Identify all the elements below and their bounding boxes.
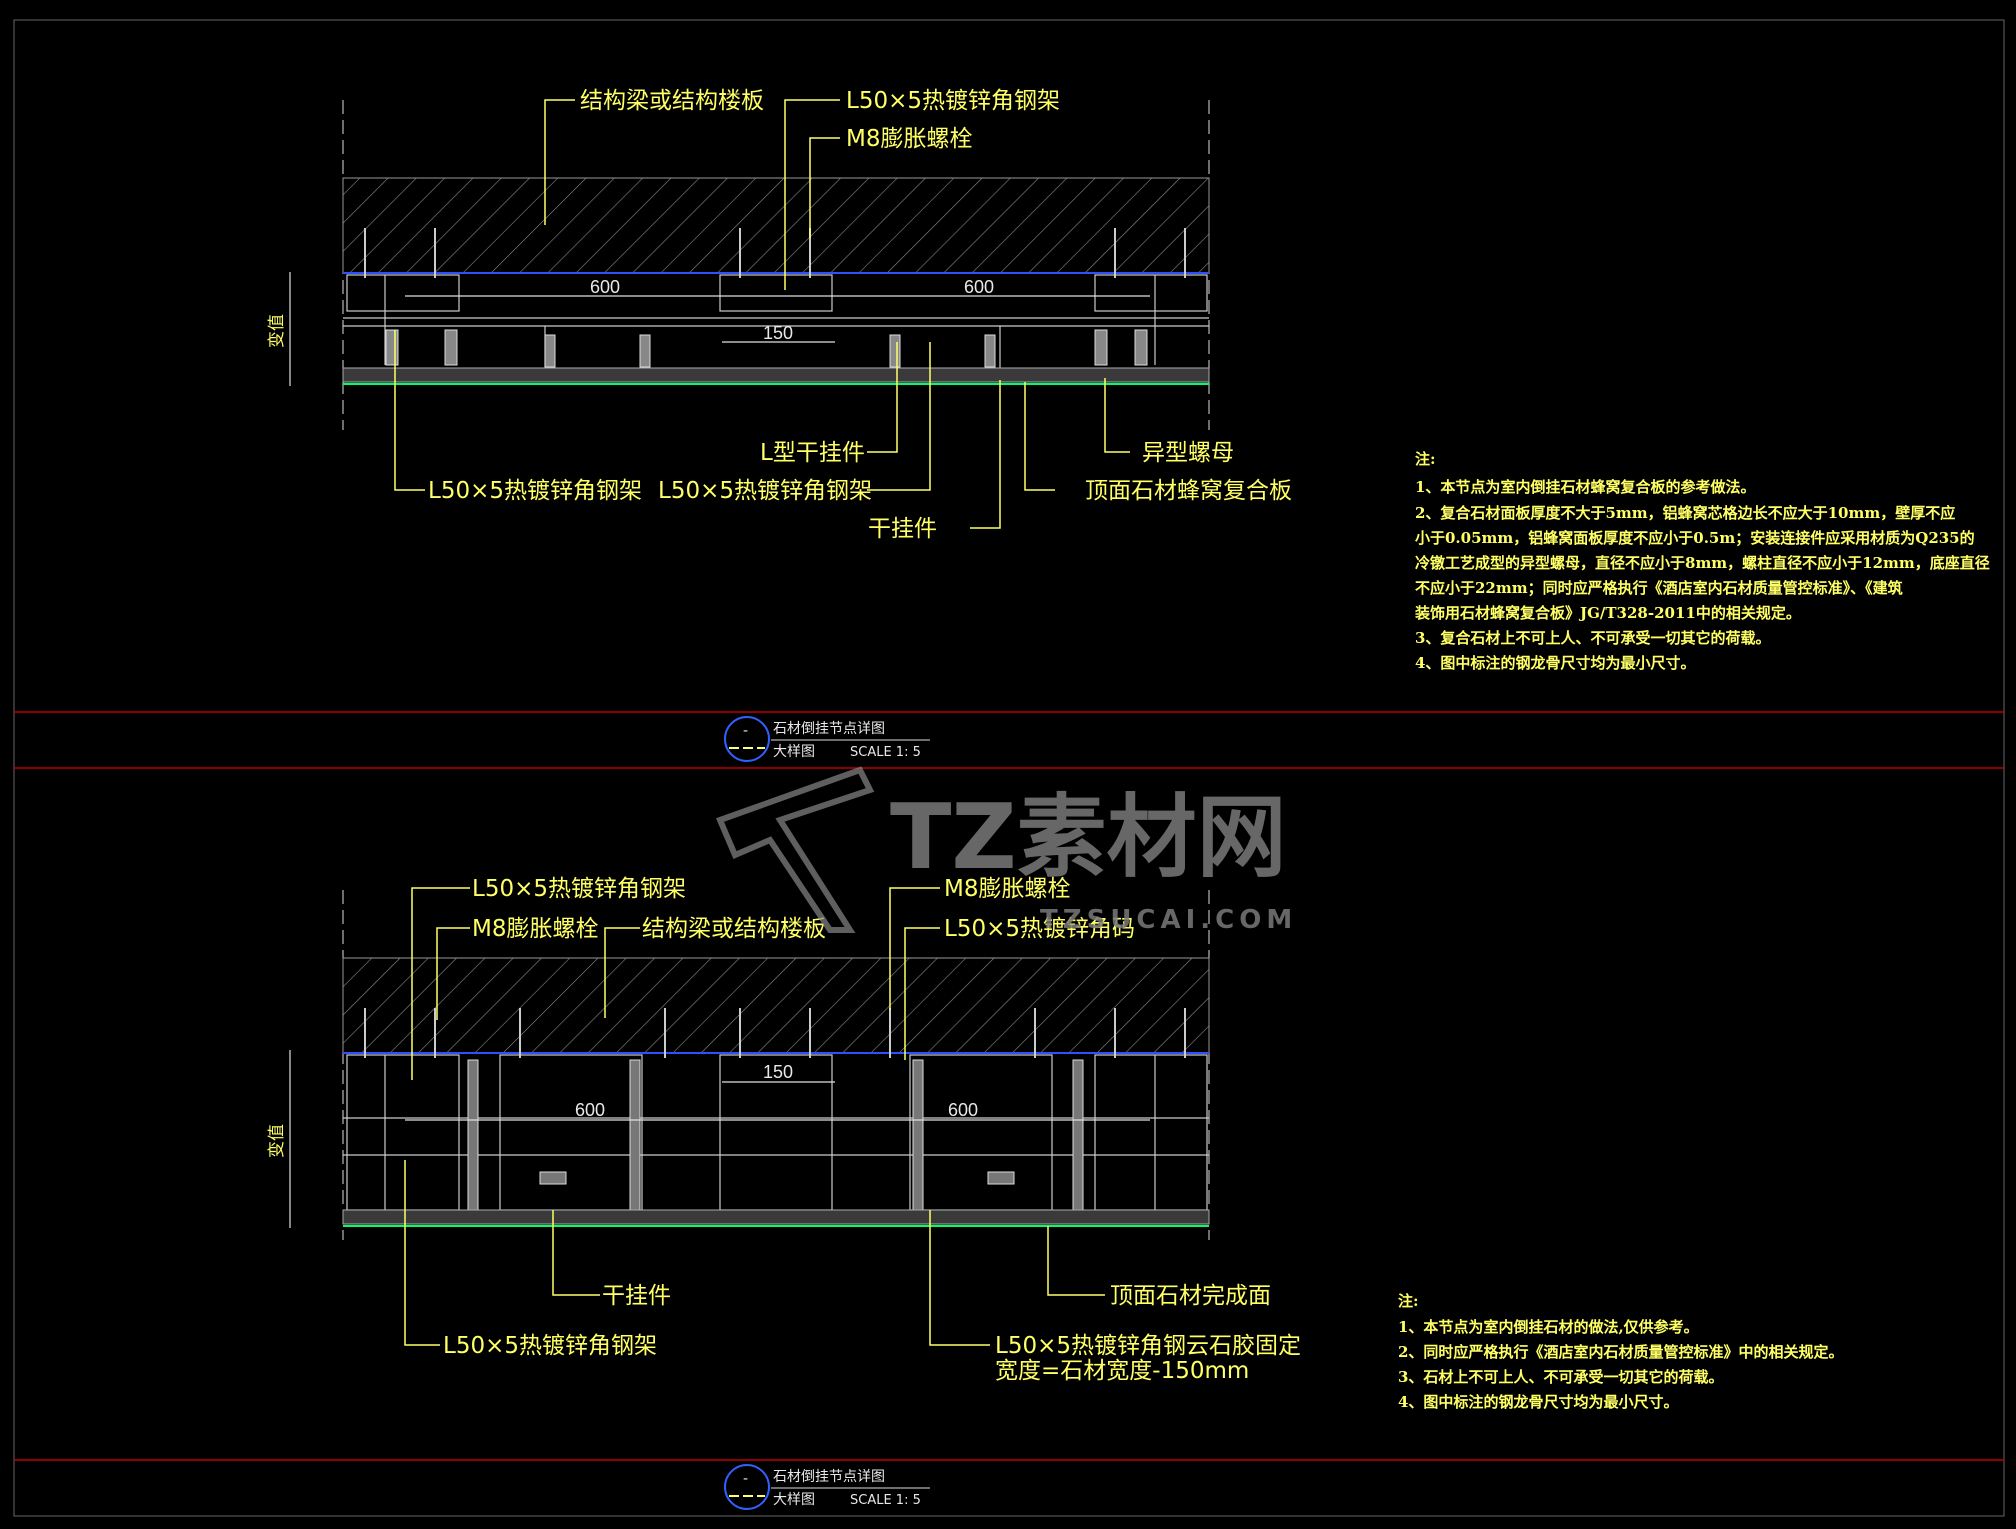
label-nut: 异型螺母 <box>1142 440 1234 466</box>
label-angle-frame-bottom: L50×5热镀锌角钢架 <box>443 1333 657 1359</box>
label-panel: 顶面石材蜂窝复合板 <box>1085 478 1292 504</box>
label-width: 宽度=石材宽度-150mm <box>995 1358 1249 1384</box>
leader-lines <box>394 99 1130 529</box>
label-glue-fix: L50×5热镀锌角钢云石胶固定 <box>995 1333 1301 1359</box>
watermark-brand: TZ素材网 <box>890 785 1287 890</box>
label-hanger: 干挂件 <box>868 516 937 542</box>
detail-name: 石材倒挂节点详图 <box>773 1469 885 1485</box>
detail-type: 大样图 <box>773 1492 815 1508</box>
dim-variable: 变值 <box>267 314 287 348</box>
watermark-logo-icon <box>715 766 875 933</box>
note-line: 2、复合石材面板厚度不大于5mm，铝蜂窝芯格边长不应大于10mm，壁厚不应 <box>1415 504 1955 522</box>
detail-symbol <box>724 716 770 762</box>
label-m8-bolt-right: M8膨胀螺栓 <box>944 876 1070 902</box>
dimension-lines <box>289 1050 1150 1228</box>
label-m8-bolt-left: M8膨胀螺栓 <box>472 916 598 942</box>
note-line: 4、图中标注的钢龙骨尺寸均为最小尺寸。 <box>1415 654 1695 672</box>
stone-honeycomb-panel <box>342 367 1210 383</box>
note-line: 3、石材上不可上人、不可承受一切其它的荷载。 <box>1398 1368 1723 1386</box>
note-line: 装饰用石材蜂窝复合板》JG/T328-2011中的相关规定。 <box>1414 604 1801 622</box>
note-line: 1、本节点为室内倒挂石材的做法,仅供参考。 <box>1398 1318 1699 1336</box>
leader-lines <box>404 887 1105 1346</box>
dim-600-left: 600 <box>590 277 620 297</box>
note-line: 4、图中标注的钢龙骨尺寸均为最小尺寸。 <box>1398 1393 1678 1411</box>
label-finish: 顶面石材完成面 <box>1110 1283 1271 1309</box>
notes-title: 注: <box>1415 450 1436 468</box>
watermark-url: TZSUCAI.COM <box>1040 905 1297 935</box>
steel-frames <box>343 274 1209 370</box>
note-line: 冷镦工艺成型的异型螺母，直径不应小于8mm，螺柱直径不应小于12mm，底座直径 <box>1415 554 1990 572</box>
note-line: 3、复合石材上不可上人、不可承受一切其它的荷载。 <box>1415 629 1770 647</box>
dim-150: 150 <box>763 323 793 343</box>
label-structure: 结构梁或结构楼板 <box>642 916 826 942</box>
note-line: 不应小于22mm；同时应严格执行《酒店室内石材质量管控标准》、《建筑 <box>1415 579 1903 597</box>
structural-slab <box>342 177 1210 274</box>
label-structure: 结构梁或结构楼板 <box>580 88 764 114</box>
dimension-lines <box>289 272 1150 386</box>
detail-type: 大样图 <box>773 744 815 760</box>
stone-panel <box>342 1209 1210 1225</box>
label-angle-frame-left: L50×5热镀锌角钢架 <box>428 478 642 504</box>
label-hanger: 干挂件 <box>602 1283 671 1309</box>
label-m8-bolt: M8膨胀螺栓 <box>846 126 972 152</box>
label-angle-frame-top: L50×5热镀锌角钢架 <box>846 88 1060 114</box>
detail-symbol <box>724 1464 770 1510</box>
structural-slab <box>342 957 1210 1054</box>
note-line: 2、同时应严格执行《酒店室内石材质量管控标准》中的相关规定。 <box>1398 1343 1843 1361</box>
dim-150: 150 <box>763 1062 793 1082</box>
detail-scale: SCALE 1: 5 <box>850 1493 921 1508</box>
dim-variable: 变值 <box>267 1124 287 1158</box>
label-angle-frame-mid: L50×5热镀锌角钢架 <box>658 478 872 504</box>
detail-top: 600 600 150 变值 结构梁或结构楼板 L50×5热镀锌角钢架 M8膨胀… <box>267 88 1990 762</box>
watermark: TZ素材网 TZSUCAI.COM <box>715 766 1297 935</box>
dim-600-right: 600 <box>948 1100 978 1120</box>
detail-symbol-text: - <box>743 723 748 739</box>
notes-title: 注: <box>1398 1292 1419 1310</box>
note-line: 小于0.05mm，铝蜂窝面板厚度不应小于0.5m；安装连接件应采用材质为Q235… <box>1415 529 1975 547</box>
detail-name: 石材倒挂节点详图 <box>773 721 885 737</box>
expansion-bolts <box>364 228 1186 278</box>
label-l-hanger: L型干挂件 <box>760 440 865 466</box>
expansion-bolts <box>364 1008 1186 1058</box>
dim-600-left: 600 <box>575 1100 605 1120</box>
detail-bottom: 600 600 150 变值 L50×5热镀锌角钢架 M8膨胀螺栓 结构梁或结构… <box>267 876 1843 1510</box>
label-angle-frame-top: L50×5热镀锌角钢架 <box>472 876 686 902</box>
detail-symbol-text: - <box>743 1471 748 1487</box>
label-angle-code: L50×5热镀锌角码 <box>944 916 1135 942</box>
note-line: 1、本节点为室内倒挂石材蜂窝复合板的参考做法。 <box>1415 478 1755 496</box>
dim-600-right: 600 <box>964 277 994 297</box>
detail-scale: SCALE 1: 5 <box>850 745 921 760</box>
